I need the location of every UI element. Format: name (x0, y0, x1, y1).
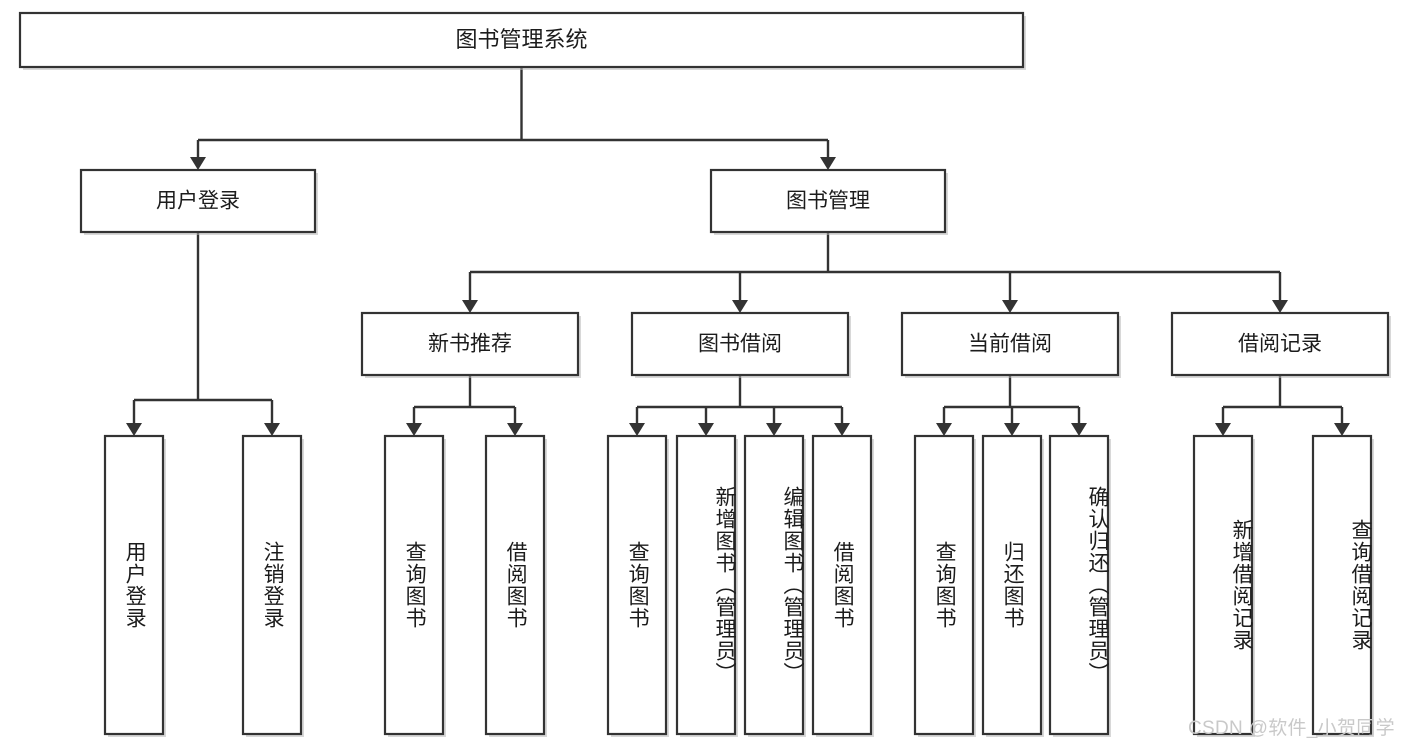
node-root-book-management-system[interactable] (18, 11, 1025, 69)
node-current-borrow[interactable] (900, 311, 1120, 377)
to-leaf-logout-arrowhead (264, 423, 280, 436)
leaf-add-record[interactable] (1192, 434, 1254, 736)
leaf-borrow-book-1[interactable] (484, 434, 546, 736)
node-user-login-label: 用户登录 (156, 190, 240, 213)
to-book-borrow-arrowhead (732, 300, 748, 313)
leaf-query-book-2[interactable] (606, 434, 668, 736)
to-leaf-user-login-arrowhead (126, 423, 142, 436)
node-book-management[interactable] (709, 168, 947, 234)
leaf-user-login[interactable] (103, 434, 165, 736)
to-leaf-query-book-2-arrowhead (629, 423, 645, 436)
to-leaf-add-book-arrowhead (698, 423, 714, 436)
node-new-book-recommend[interactable] (360, 311, 580, 377)
to-leaf-borrow-book-2-arrowhead (834, 423, 850, 436)
node-root-book-management-system-label: 图书管理系统 (455, 27, 587, 52)
leaf-query-record[interactable] (1311, 434, 1373, 736)
node-borrow-record[interactable] (1170, 311, 1390, 377)
node-box-layer (18, 11, 1391, 737)
to-leaf-edit-book-arrowhead (766, 423, 782, 436)
to-current-borrow-arrowhead (1002, 300, 1018, 313)
watermark: CSDN @软件_小贺同学 (1188, 718, 1395, 739)
leaf-query-book-1[interactable] (383, 434, 445, 736)
node-user-login[interactable] (79, 168, 317, 234)
node-book-borrow-label: 图书借阅 (698, 333, 782, 356)
root-to-user-login-arrowhead (190, 157, 206, 170)
node-book-management-label: 图书管理 (786, 190, 870, 213)
to-leaf-add-record-arrowhead (1215, 423, 1231, 436)
to-leaf-return-book-arrowhead (1004, 423, 1020, 436)
node-borrow-record-label: 借阅记录 (1238, 333, 1322, 356)
root-to-book-management-arrowhead (820, 157, 836, 170)
to-new-book-recommend-arrowhead (462, 300, 478, 313)
leaf-borrow-book-2[interactable] (811, 434, 873, 736)
to-leaf-query-book-1-arrowhead (406, 423, 422, 436)
leaf-query-book-3[interactable] (913, 434, 975, 736)
leaf-confirm-return[interactable] (1048, 434, 1110, 736)
node-current-borrow-label: 当前借阅 (968, 333, 1052, 356)
node-new-book-recommend-label: 新书推荐 (428, 333, 512, 356)
node-book-borrow[interactable] (630, 311, 850, 377)
to-leaf-borrow-book-1-arrowhead (507, 423, 523, 436)
to-leaf-query-book-3-arrowhead (936, 423, 952, 436)
to-borrow-record-arrowhead (1272, 300, 1288, 313)
to-leaf-query-record-arrowhead (1334, 423, 1350, 436)
to-leaf-confirm-return-arrowhead (1071, 423, 1087, 436)
leaf-add-book[interactable] (675, 434, 737, 736)
leaf-return-book[interactable] (981, 434, 1043, 736)
leaf-logout[interactable] (241, 434, 303, 736)
leaf-edit-book[interactable] (743, 434, 805, 736)
connector-layer (126, 67, 1350, 436)
